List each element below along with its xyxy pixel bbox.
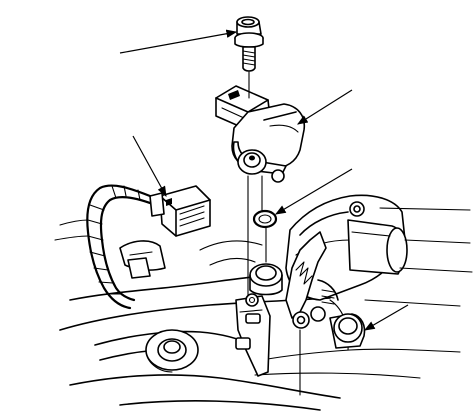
mounting-bolt: [234, 16, 264, 72]
callout-leader-connector: [132, 135, 167, 198]
callout-leader-cap: [363, 304, 409, 331]
callout-leader-sensor: [296, 89, 353, 125]
assembly-guide-lines: [247, 71, 267, 297]
engine-right-assembly: [285, 194, 473, 349]
sensor-port: [245, 263, 283, 307]
callout-leaders: [119, 29, 409, 331]
sensor-unit: [215, 85, 306, 183]
wire-harness: [54, 184, 160, 310]
callout-leader-o-ring: [274, 168, 353, 215]
harness-connector: [149, 185, 211, 237]
callout-leader-bolt: [119, 29, 238, 54]
engine-housing: [59, 240, 461, 411]
o-ring-seal: [252, 209, 278, 229]
